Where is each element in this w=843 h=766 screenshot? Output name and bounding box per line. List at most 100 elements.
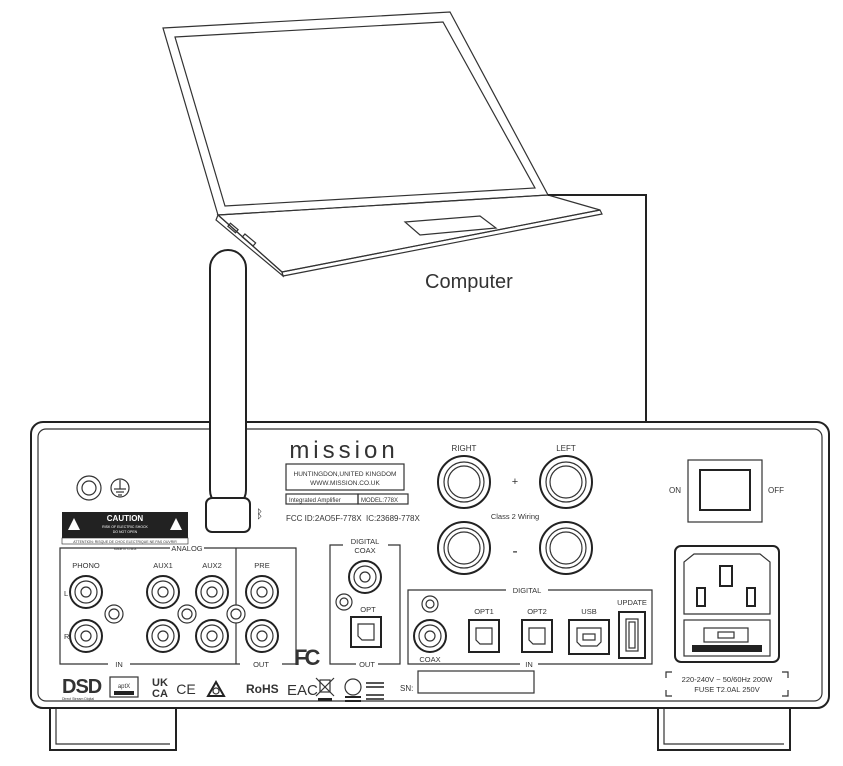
aptx-logo-frame	[109, 676, 139, 698]
speaker-left-label: LEFT	[556, 444, 576, 453]
left-foot	[49, 705, 177, 751]
speaker-right-plus[interactable]	[437, 455, 491, 509]
laptop-screen-outer	[162, 11, 549, 216]
phono-l-jack[interactable]	[69, 575, 103, 609]
brand-label: mission HUNTINGDON,UNITED KINGDOM WWW.MI…	[285, 437, 420, 523]
usb-b-port[interactable]	[568, 619, 610, 655]
warning-bolt-icon	[68, 518, 80, 530]
aux1-r-jack[interactable]	[146, 619, 180, 653]
switch-on-label: ON	[669, 486, 681, 495]
aux1-label: AUX1	[153, 561, 173, 570]
laptop-base-front	[281, 209, 603, 277]
digital-in-title: DIGITAL	[513, 586, 542, 595]
caution-label: CAUTION RISK OF ELECTRIC SHOCK DO NOT OP…	[61, 512, 189, 551]
pre-l-jack[interactable]	[245, 575, 279, 609]
coax-in-label: COAX	[419, 655, 440, 664]
opt2-label: OPT2	[527, 607, 547, 616]
dsd-logo: DSD	[62, 676, 102, 698]
plus-sign: +	[512, 476, 518, 488]
digital-out-coax-jack[interactable]	[348, 560, 382, 594]
pre-label: PRE	[254, 561, 269, 570]
switch-frame	[687, 459, 763, 523]
antenna-body	[209, 249, 247, 509]
left-channel-label: L	[64, 589, 68, 598]
fuse-label-strip	[692, 645, 762, 652]
digital-in-label: IN	[525, 660, 533, 669]
rcm-logo	[206, 679, 226, 697]
digital-out-label: OUT	[359, 660, 375, 669]
speaker-right-label: RIGHT	[452, 444, 477, 453]
digital-out-screw	[335, 593, 353, 611]
laptop-port-2	[241, 233, 257, 247]
analog-in-label: IN	[115, 660, 123, 669]
rohs-logo: RoHS	[246, 682, 279, 696]
speaker-left-minus[interactable]	[539, 521, 593, 575]
speaker-left-plus[interactable]	[539, 455, 593, 509]
ground-icon	[110, 478, 130, 498]
analog-out-label: OUT	[253, 660, 269, 669]
address-line2: WWW.MISSION.CO.UK	[310, 480, 380, 487]
digital-in-section: DIGITAL IN COAX OPT1 OPT2 USB UPDATE	[407, 586, 653, 669]
opt2-port[interactable]	[521, 619, 553, 653]
laptop: Computer	[162, 11, 603, 293]
ukca-logo-top: UK	[152, 677, 168, 689]
laptop-screen-inner	[174, 21, 536, 207]
power-rocker[interactable]	[699, 469, 751, 511]
digital-in-coax-jack[interactable]	[413, 619, 447, 653]
iec-earth-pin	[719, 565, 733, 587]
digital-out-title-1: DIGITAL	[351, 537, 380, 546]
made-in-label: Made in China	[114, 547, 137, 551]
opt1-label: OPT1	[474, 607, 494, 616]
power-rating: 220-240V ~ 50/60Hz 200W FUSE T2.0AL 250V	[665, 671, 789, 697]
right-foot-inner	[663, 708, 784, 745]
update-usb-a-port[interactable]	[618, 611, 646, 659]
aux2-r-jack[interactable]	[195, 619, 229, 653]
aptx-logo: aptX	[118, 684, 130, 690]
class2-wiring-label: Class 2 Wiring	[491, 512, 539, 521]
phono-label: PHONO	[72, 561, 100, 570]
caution-line3: ATTENTION: RISQUE DE CHOC ELECTRIQUE NE …	[73, 540, 177, 544]
aux1-l-jack[interactable]	[146, 575, 180, 609]
right-channel-label: R	[64, 632, 70, 641]
switch-off-label: OFF	[768, 486, 784, 495]
fcc-logo: FC	[294, 645, 320, 670]
product-label: Integrated Amplifier	[289, 498, 341, 504]
digital-out-optical-port[interactable]	[350, 616, 382, 648]
opt1-port[interactable]	[468, 619, 500, 653]
pre-r-jack[interactable]	[245, 619, 279, 653]
phono-r-jack[interactable]	[69, 619, 103, 653]
iec-socket[interactable]	[683, 553, 771, 615]
ic-id: IC:23689-778X	[366, 514, 420, 523]
eac-logo: EAC	[287, 682, 318, 699]
weee-bin-icon	[315, 677, 335, 701]
dsd-sub-label: Direct Stream Digital	[62, 697, 94, 701]
speaker-terminals: RIGHT LEFT + - Class 2 Wiring	[437, 444, 593, 575]
laptop-port-1	[227, 222, 239, 234]
laptop-base-top	[216, 194, 601, 273]
iec-frame	[674, 545, 780, 663]
fuse-rating: FUSE T2.0AL 250V	[694, 685, 759, 694]
serial-number-label: SN:	[400, 684, 413, 693]
phono-ground-post[interactable]	[104, 604, 124, 624]
mission-logo: mission	[289, 437, 398, 464]
power-inlet	[674, 545, 780, 663]
fuse-holder	[703, 627, 749, 643]
usb-label: USB	[581, 607, 596, 616]
chassis-outer	[30, 421, 830, 709]
iec-pin-right	[746, 587, 756, 607]
digital-in-screw	[421, 595, 439, 613]
digital-out-title-2: COAX	[354, 546, 375, 555]
aux-screw-2	[226, 604, 246, 624]
speaker-right-minus[interactable]	[437, 521, 491, 575]
aux2-label: AUX2	[202, 561, 222, 570]
voltage-rating: 220-240V ~ 50/60Hz 200W	[682, 675, 774, 684]
wifi-antenna: ᛒ	[205, 249, 263, 533]
aux2-l-jack[interactable]	[195, 575, 229, 609]
fuse-drawer[interactable]	[683, 619, 771, 657]
analog-title: ANALOG	[171, 544, 202, 553]
serial-number-box	[417, 670, 535, 694]
caution-title: CAUTION	[107, 514, 144, 523]
computer-label: Computer	[425, 271, 513, 293]
